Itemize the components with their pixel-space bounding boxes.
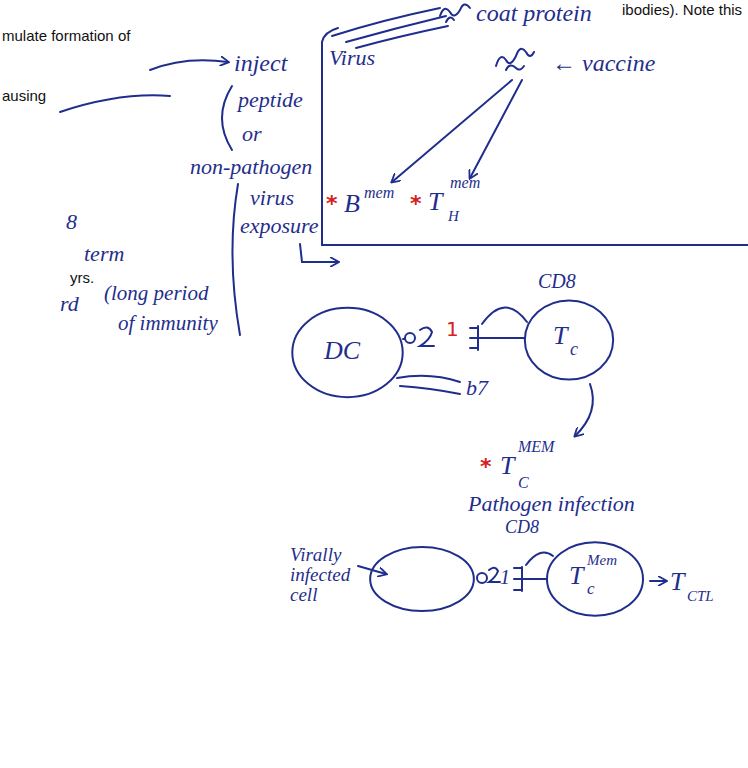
note-text: inject xyxy=(234,50,287,76)
note-text: B xyxy=(344,190,360,219)
cell-label: DC xyxy=(324,337,360,366)
note-text: CD8 xyxy=(505,518,539,538)
note-text: peptide xyxy=(238,88,303,112)
cell-circle: Tc Mem xyxy=(545,540,645,618)
cell-label: Mem xyxy=(587,552,617,569)
note-text: 1 xyxy=(500,566,510,588)
note-text: b7 xyxy=(466,376,488,400)
note-text: term xyxy=(84,242,124,266)
note-text: (long period xyxy=(104,282,208,305)
note-text: coat protein xyxy=(476,0,592,26)
cell-outline xyxy=(523,298,615,382)
note-text: * xyxy=(410,192,422,216)
b7-molecule xyxy=(397,376,460,382)
differentiation-arrow xyxy=(575,384,593,436)
tcr-receptor xyxy=(514,567,546,591)
cell-label: Virally infected cell xyxy=(290,545,360,605)
vaccine-squiggle xyxy=(506,65,524,70)
coat-protein-squiggle xyxy=(440,4,470,16)
tcr-receptor xyxy=(470,326,525,350)
note-text: of immunity xyxy=(118,312,218,335)
cell-label: T xyxy=(553,322,567,351)
mhc-molecule xyxy=(477,573,487,583)
bracket xyxy=(222,86,232,150)
note-text: mem xyxy=(364,184,394,202)
virus-surface xyxy=(356,26,448,48)
note-text: * xyxy=(326,192,338,216)
note-text: CTL xyxy=(687,588,714,605)
note-text: ausing xyxy=(2,88,46,105)
note-text: exposure xyxy=(240,214,319,238)
note-text: non-pathogen xyxy=(190,155,312,179)
note-text: MEM xyxy=(518,438,554,456)
cell-circle: Virally infected cell xyxy=(368,545,476,613)
cell-circle: DC xyxy=(290,305,405,400)
cell-outline xyxy=(368,545,476,613)
activation-arrow xyxy=(650,580,666,582)
note-text: T xyxy=(670,568,684,597)
vaccine-arrow xyxy=(470,80,522,178)
note-text: Virus xyxy=(329,46,375,70)
b7-molecule xyxy=(400,386,460,394)
panel-frame xyxy=(322,244,748,246)
cd8-coreceptor xyxy=(526,553,553,565)
coat-protein-squiggle xyxy=(446,17,454,22)
note-text: T xyxy=(500,452,514,481)
note-text: virus xyxy=(250,186,294,210)
exposure-arrow xyxy=(300,244,338,262)
note-text: rd xyxy=(60,292,79,316)
note-text: T xyxy=(428,188,442,217)
cell-outline xyxy=(545,540,645,618)
note-text: C xyxy=(518,474,529,492)
note-text: mulate formation of xyxy=(2,28,130,45)
mhc-molecule xyxy=(405,333,415,343)
note-text: ibodies). Note this xyxy=(622,2,742,19)
peptide-symbol xyxy=(420,327,434,346)
note-text: CD8 xyxy=(538,270,576,292)
note-text: mem xyxy=(450,174,480,192)
note-text: * xyxy=(480,455,492,479)
note-text: yrs. xyxy=(70,270,94,287)
cell-label: T xyxy=(569,562,583,591)
note-text: or xyxy=(242,122,262,146)
bracket xyxy=(232,184,240,335)
cell-label: c xyxy=(587,580,595,599)
inject-arrow xyxy=(150,60,228,70)
note-text: ← vaccine xyxy=(552,50,655,76)
peptide-symbol xyxy=(489,568,500,582)
note-text: H xyxy=(448,208,459,225)
note-text: 8 xyxy=(66,210,77,234)
cell-label: c xyxy=(570,340,578,360)
note-text: Pathogen infection xyxy=(468,492,635,516)
bracket xyxy=(60,95,170,112)
cd8-coreceptor xyxy=(482,307,527,324)
cell-circle: Tc xyxy=(523,298,615,382)
note-text: 1 xyxy=(446,318,459,340)
vaccine-squiggle xyxy=(496,49,534,66)
